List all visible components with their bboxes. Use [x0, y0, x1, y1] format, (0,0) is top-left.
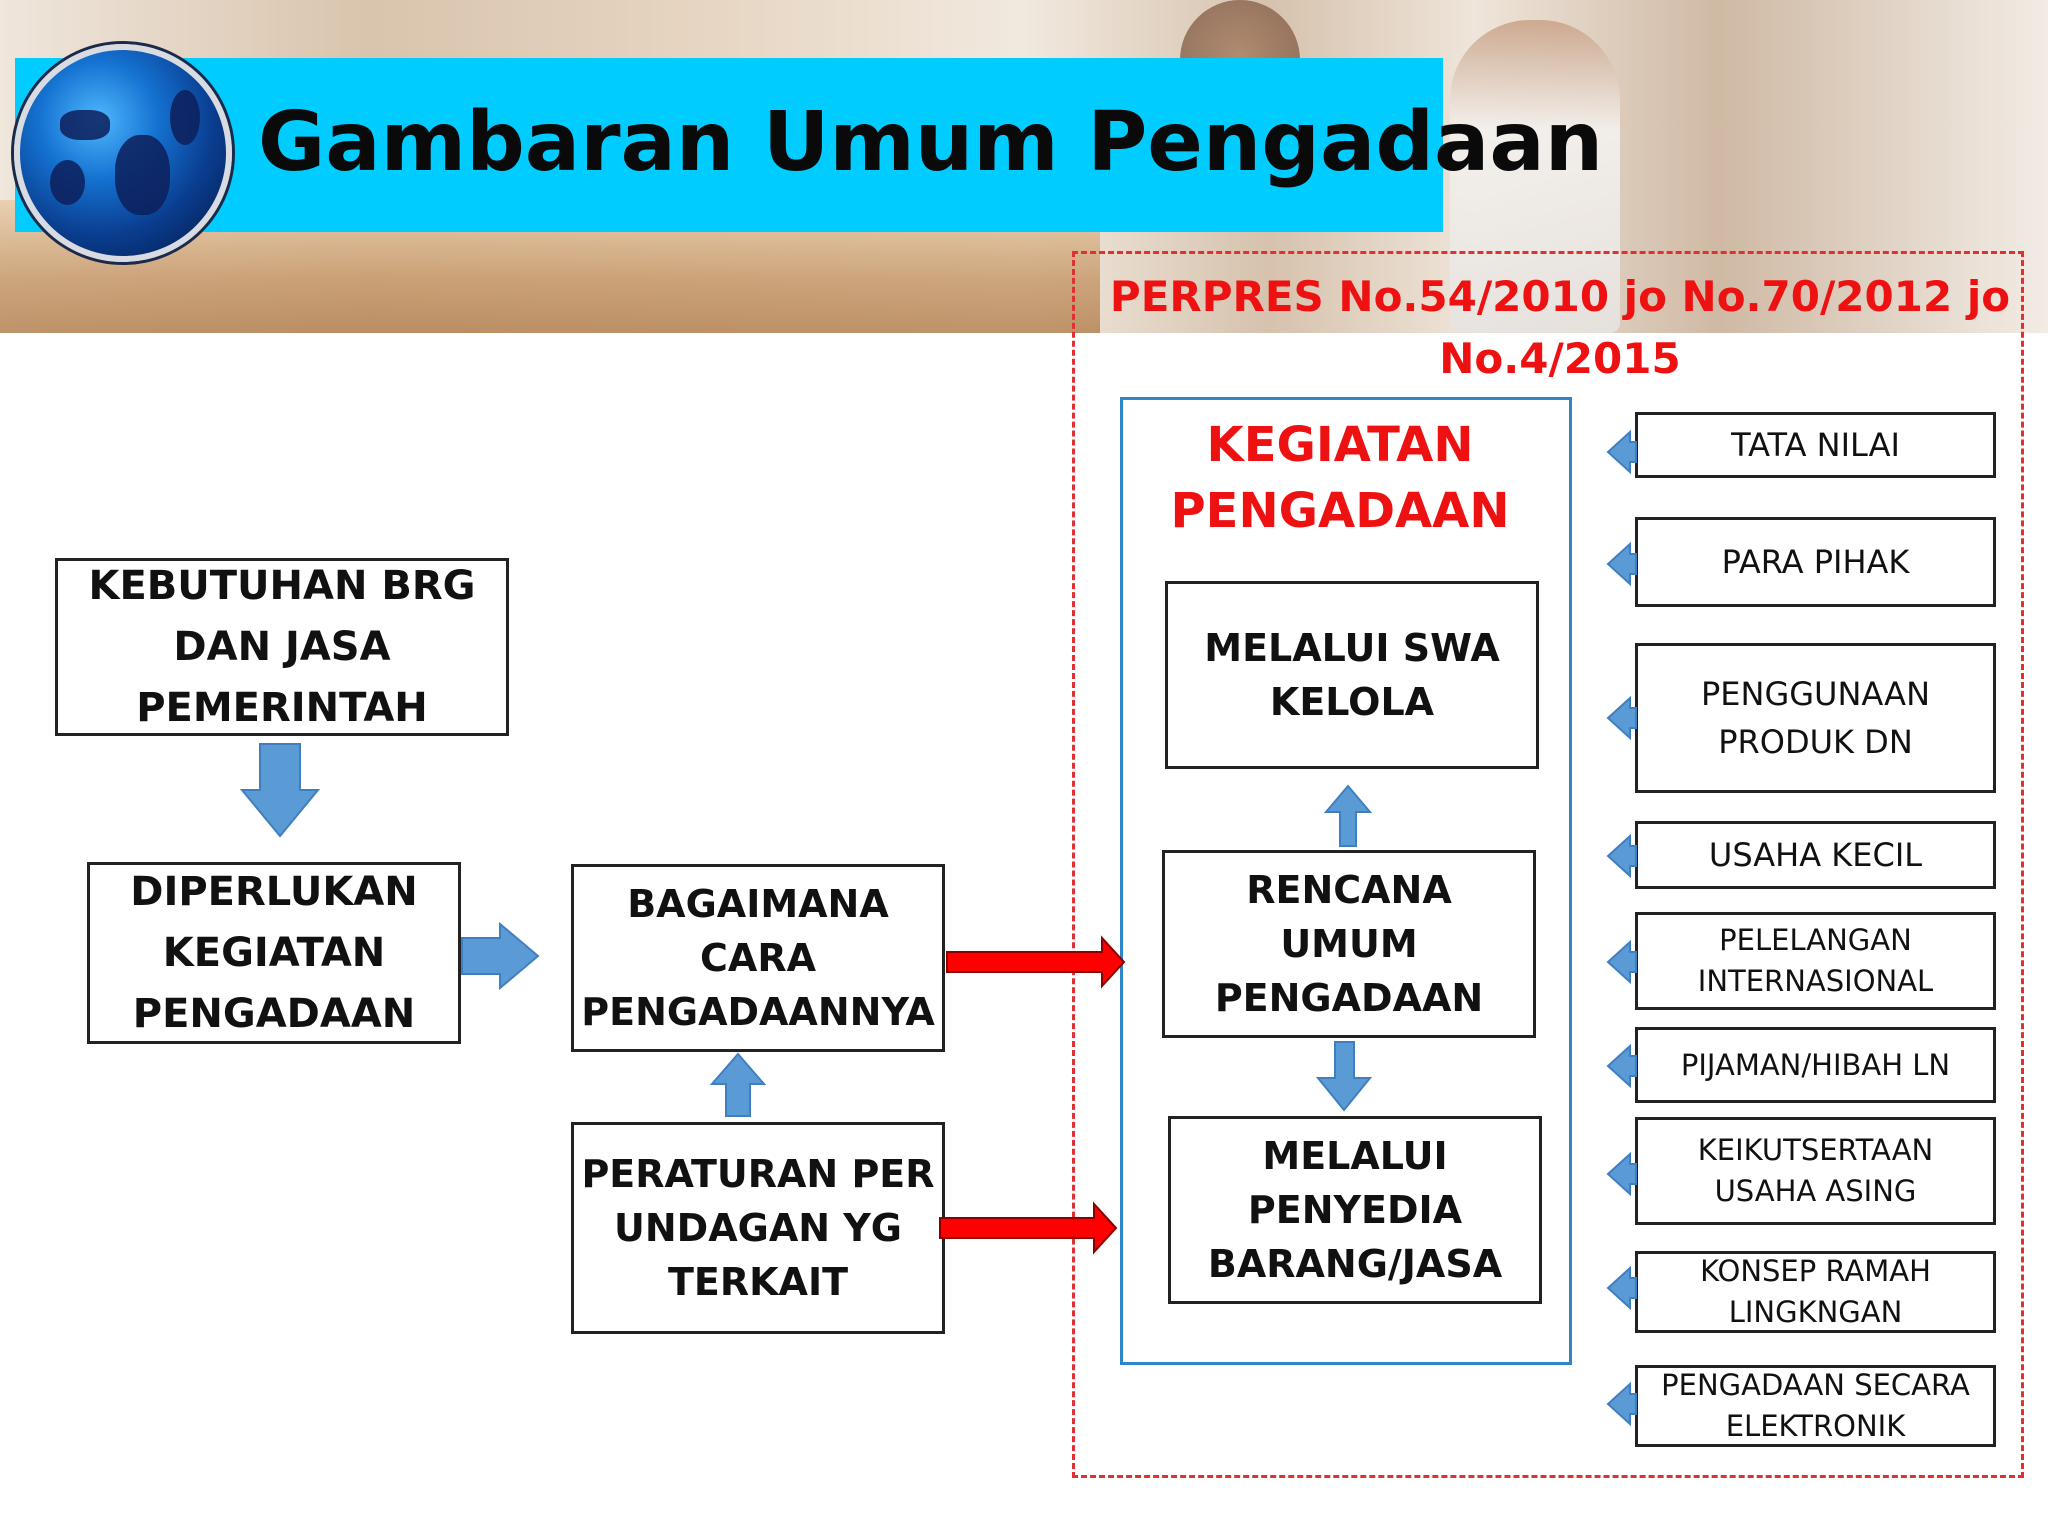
box-line: MELALUI SWA [1204, 626, 1500, 670]
box-line: PELELANGAN [1719, 923, 1912, 957]
swakelola-box: MELALUI SWA KELOLA [1165, 581, 1539, 769]
box-line: DIPERLUKAN [130, 868, 418, 915]
box-line: PARA PIHAK [1721, 543, 1910, 581]
page-title: Gambaran Umum Pengadaan [258, 95, 1604, 190]
arrow-left-icon [1606, 1265, 1637, 1311]
box-line: KEBUTUHAN BRG [88, 562, 476, 609]
regulation-heading: PERPRES No.54/2010 jo No.70/2012 jo No.4… [1080, 266, 2040, 390]
diperlukan-box: DIPERLUKAN KEGIATAN PENGADAAN [87, 862, 461, 1044]
arrow-down-icon [1315, 1041, 1373, 1112]
box-line: BAGAIMANA [627, 882, 889, 926]
box-line: BARANG/JASA [1207, 1242, 1503, 1286]
arrow-up-icon [709, 1052, 767, 1117]
arrow-left-icon [1606, 1151, 1637, 1197]
side-item-usaha-kecil: USAHA KECIL [1635, 821, 1996, 889]
kegiatan-heading-line-1: KEGIATAN [1206, 417, 1474, 473]
kebutuhan-box: KEBUTUHAN BRG DAN JASA PEMERINTAH [55, 558, 509, 736]
side-item-para-pihak: PARA PIHAK [1635, 517, 1996, 607]
side-item-konsep-ramah-lingkngan: KONSEP RAMAH LINGKNGAN [1635, 1251, 1996, 1333]
arrow-left-icon [1606, 1043, 1637, 1089]
side-item-penggunaan-produk-dn: PENGGUNAAN PRODUK DN [1635, 643, 1996, 793]
box-line: PENGGUNAAN [1700, 675, 1930, 713]
box-line: KEIKUTSERTAAN [1697, 1133, 1934, 1167]
arrow-red-right-icon [939, 1201, 1118, 1255]
box-line: PENYEDIA [1247, 1188, 1463, 1232]
box-line: PIJAMAN/HIBAH LN [1680, 1047, 1951, 1082]
kegiatan-heading-line-2: PENGADAAN [1170, 483, 1510, 539]
arrow-red-right-icon [946, 935, 1126, 989]
kegiatan-pengadaan-frame [1120, 397, 1572, 1365]
box-line: LINGKNGAN [1728, 1295, 1903, 1329]
arrow-down-icon [239, 743, 321, 838]
box-line: PENGADAAN SECARA [1661, 1368, 1970, 1402]
person-figure-right [1450, 20, 1620, 333]
regulation-scope-frame [1072, 251, 2024, 1478]
regulation-line-1: PERPRES No.54/2010 jo No.70/2012 jo [1109, 272, 2011, 321]
box-line: ELEKTRONIK [1725, 1409, 1906, 1443]
penyedia-box: MELALUI PENYEDIA BARANG/JASA [1168, 1116, 1542, 1304]
box-line: KEGIATAN [162, 929, 386, 976]
arrow-left-icon [1606, 939, 1637, 985]
box-line: KONSEP RAMAH [1700, 1254, 1931, 1288]
box-line: MELALUI [1262, 1134, 1448, 1178]
arrow-left-icon [1606, 429, 1637, 475]
side-item-pijaman-hibah-ln: PIJAMAN/HIBAH LN [1635, 1027, 1996, 1103]
arrow-right-icon [461, 921, 540, 991]
rencana-umum-box: RENCANA UMUM PENGADAAN [1162, 850, 1536, 1038]
box-line: CARA [700, 936, 816, 980]
box-line: TATA NILAI [1731, 426, 1900, 464]
box-line: USAHA ASING [1714, 1174, 1917, 1208]
arrow-left-icon [1606, 1381, 1637, 1427]
side-item-keikutsertaan-usaha-asing: KEIKUTSERTAAN USAHA ASING [1635, 1117, 1996, 1225]
arrow-left-icon [1606, 695, 1637, 741]
box-line: DAN JASA [173, 623, 391, 670]
box-line: PENGADAAN [1214, 976, 1484, 1020]
title-bar [15, 58, 1443, 232]
arrow-left-icon [1606, 833, 1637, 879]
kegiatan-heading: KEGIATAN PENGADAAN [1120, 412, 1560, 544]
box-line: UMUM [1280, 922, 1418, 966]
box-line: USAHA KECIL [1708, 836, 1923, 874]
box-line: PENGADAAN [132, 990, 416, 1037]
side-item-pengadaan-secara-elektronik: PENGADAAN SECARA ELEKTRONIK [1635, 1365, 1996, 1447]
arrow-left-icon [1606, 541, 1637, 587]
box-line: PRODUK DN [1718, 723, 1913, 761]
box-line: INTERNASIONAL [1697, 964, 1934, 998]
box-line: PENGADAANNYA [581, 990, 935, 1034]
peraturan-box: PERATURAN PER UNDAGAN YG TERKAIT [571, 1122, 945, 1334]
box-line: KELOLA [1269, 680, 1435, 724]
side-item-pelelangan-internasional: PELELANGAN INTERNASIONAL [1635, 912, 1996, 1010]
globe-logo [14, 44, 232, 262]
box-line: TERKAIT [667, 1260, 849, 1304]
box-line: PERATURAN PER [581, 1152, 935, 1196]
box-line: RENCANA [1246, 868, 1452, 912]
box-line: PEMERINTAH [136, 684, 428, 731]
side-arrows [1606, 429, 1637, 1427]
bagaimana-box: BAGAIMANA CARA PENGADAANNYA [571, 864, 945, 1052]
regulation-line-2: No.4/2015 [1439, 334, 1681, 383]
arrow-up-icon [1323, 784, 1373, 847]
box-line: UNDAGAN YG [614, 1206, 902, 1250]
